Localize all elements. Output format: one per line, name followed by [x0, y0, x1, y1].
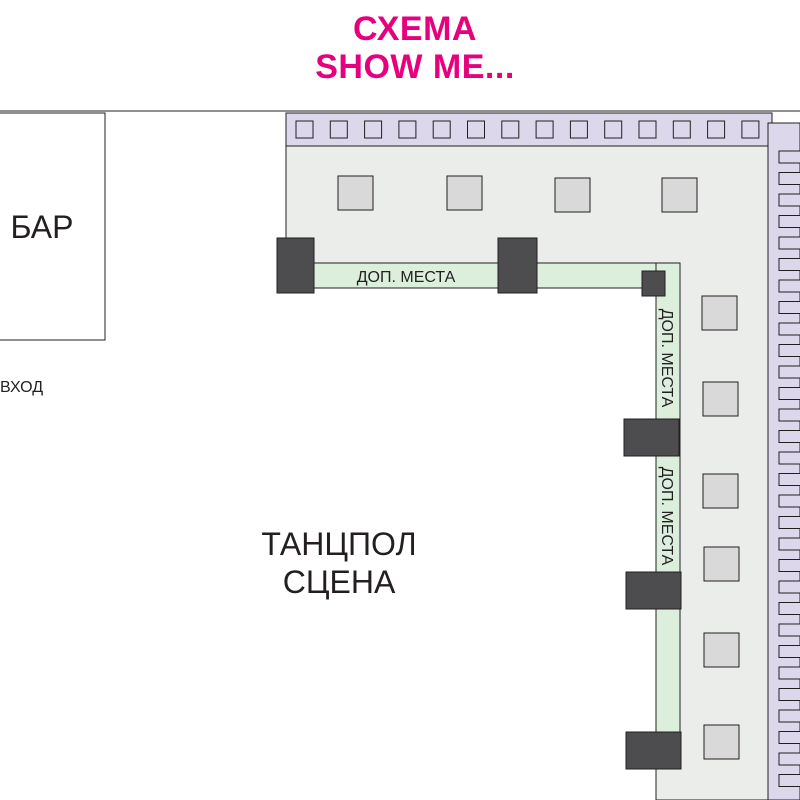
sofa-seat — [778, 172, 800, 185]
table — [702, 473, 739, 509]
sofa-seat — [778, 774, 800, 787]
sofa-seat — [778, 645, 800, 658]
pillars — [276, 237, 682, 770]
sofa-seat — [778, 688, 800, 701]
pillar — [623, 418, 680, 457]
extra-seats-label-vertical-1: ДОП. МЕСТА — [658, 309, 675, 408]
sofa-seat — [741, 120, 760, 139]
sofa-seat — [778, 473, 800, 486]
sofa-seat — [778, 709, 800, 723]
sofa-seat — [467, 120, 485, 139]
sofa-seat — [778, 365, 800, 379]
sofa-seat — [778, 150, 800, 164]
sofa-seat — [778, 731, 800, 744]
bar-label: БАР — [11, 209, 74, 245]
sofa-seat — [432, 120, 451, 139]
sofa-seat — [398, 120, 417, 139]
seating-area — [285, 112, 773, 800]
sofa-seat — [569, 120, 588, 139]
pillar — [276, 237, 315, 294]
sofa-seat — [295, 120, 314, 139]
sofa-seat — [778, 258, 800, 271]
sofa-seat — [778, 430, 800, 443]
table — [661, 177, 698, 213]
table — [701, 295, 738, 331]
table — [703, 546, 740, 582]
sofa-seat — [778, 451, 800, 465]
sofa-seat — [778, 494, 800, 508]
sofa-seat — [778, 193, 800, 207]
sofa-seat — [501, 120, 520, 139]
sofa-seat — [778, 236, 800, 250]
sofa-seat — [778, 602, 800, 615]
table — [446, 175, 483, 211]
sofa-seats-right — [778, 150, 800, 787]
sofa-seat — [778, 344, 800, 357]
pillar — [625, 731, 682, 770]
pillar — [625, 571, 682, 610]
sofa-seat — [778, 623, 800, 637]
sofa-seat — [329, 120, 348, 139]
sofa-seat — [778, 387, 800, 400]
sofa-seat — [778, 215, 800, 228]
sofa-seat — [535, 120, 554, 139]
table — [703, 632, 740, 668]
pillar — [641, 270, 666, 297]
table — [337, 175, 374, 211]
plan-title-line-2: SHOW ME... — [315, 48, 515, 86]
sofa-seat — [638, 120, 657, 139]
sofa-seat — [778, 559, 800, 572]
sofa-seat — [672, 120, 691, 139]
sofa-row-top — [285, 112, 773, 147]
extra-seats-strip-horizontal — [311, 262, 681, 289]
sofa-seat — [707, 120, 726, 139]
sofa-seats-top — [295, 120, 760, 139]
sofa-seat — [778, 322, 800, 336]
sofa-seat — [778, 580, 800, 594]
plan-title-line-1: СХЕМА — [353, 10, 477, 48]
extra-seats-label-vertical-2: ДОП. МЕСТА — [658, 467, 675, 566]
dance-floor-label: ТАНЦПОЛ — [261, 526, 416, 562]
extra-seats-label-horizontal: ДОП. МЕСТА — [357, 269, 456, 286]
sofa-seat — [778, 301, 800, 314]
sofa-seat — [778, 752, 800, 766]
table — [554, 177, 591, 213]
sofa-seat — [364, 120, 383, 139]
table — [702, 381, 739, 417]
bar-area — [0, 112, 106, 341]
table — [703, 724, 740, 760]
extra-seats-strip-vertical — [655, 262, 681, 734]
sofa-seat — [778, 516, 800, 529]
sofa-seat — [604, 120, 623, 139]
sofa-seat — [778, 408, 800, 422]
sofa-seat — [778, 537, 800, 551]
sofa-seat — [778, 666, 800, 680]
stage-label: СЦЕНА — [283, 564, 396, 600]
sofa-seat — [778, 279, 800, 293]
tables — [337, 175, 740, 760]
pillar — [497, 237, 538, 294]
entrance-label: ВХОД — [0, 379, 43, 396]
